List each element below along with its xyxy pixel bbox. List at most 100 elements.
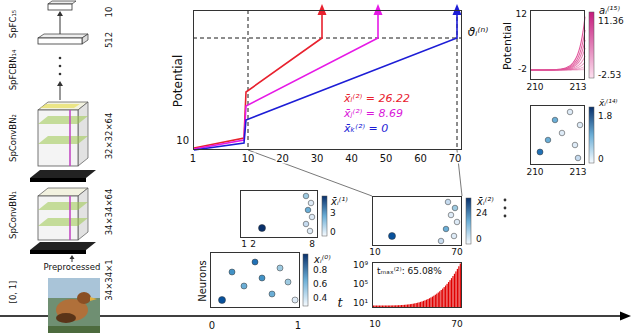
network-stack [30,250,86,254]
network-stack [38,116,88,124]
histogram-bar [389,305,390,307]
histogram-bar [454,274,455,307]
histogram-bar [411,304,412,307]
colorbar [303,254,308,306]
histogram-bar [422,301,423,307]
spike-dot [438,238,444,244]
histogram-bar [455,271,456,307]
axis-title: t [337,296,342,310]
histogram-bar [388,305,389,307]
layer-label: 512 [105,32,114,48]
network-stack [57,81,63,86]
histogram-bar [439,291,440,307]
continuation-dots [504,215,507,218]
input-image [48,326,100,333]
layer-label: SpFCBN₁₄ [9,50,18,91]
spike-dot [259,225,266,232]
network-stack [70,255,75,259]
tick-label: 50 [379,153,394,164]
histogram-bar [458,266,459,307]
potential-traces [193,38,462,39]
tick-label: 10 [176,135,189,146]
input-raster-plot: Neuronsxᵢ⁽⁰⁾ [210,252,300,308]
tick-label: 12 [516,10,527,20]
histogram-bar [413,304,414,307]
histogram-bar [405,305,406,307]
continuation-dots [504,199,507,218]
tick-label: 10 [369,320,380,330]
output-potential-curve [531,48,585,70]
tick-label: 1 [241,240,247,250]
network-stack [59,57,62,60]
histogram-bar [402,305,403,307]
histogram-bar [429,298,430,307]
histogram-bar [404,305,405,307]
histogram-bar [416,303,417,307]
input-image [90,297,97,301]
output-potential-curve [531,68,585,70]
output-potential-curve [531,17,585,70]
plot-label: aᵢ⁽¹⁵⁾ [599,5,620,16]
histogram-bar [397,305,398,307]
tick-label: 10⁹ [353,261,368,271]
histogram-bar [420,302,421,307]
histogram-bar [417,303,418,307]
colorbar [466,198,471,244]
potential-traces [193,4,462,150]
continuation-dots [504,207,507,210]
network-stack [40,104,80,108]
tick-label: 0 [209,320,215,331]
histogram-bar [414,303,415,307]
histogram-bar [394,305,395,307]
spike-dot [575,155,581,161]
tick-label: 8 [309,240,315,250]
network-stack [38,218,88,226]
histogram-bar [410,304,411,307]
histogram-bar [407,305,408,307]
histogram-bar [457,269,458,307]
network-stack [82,34,88,44]
tick-label: 0.4 [313,294,327,304]
tick-label: 10⁵ [353,280,368,290]
output-potential-plot: Potentialaᵢ⁽¹⁵⁾ [530,10,585,80]
spike-dot [577,122,583,128]
tick-label: 20 [275,153,290,164]
plot-label: x̄ⱼ⁽²⁾ = 8.69 [344,108,403,120]
histogram-bar [395,305,396,307]
tick-label: 210 [526,168,543,178]
layer1-raster-plot: x̄ᵢ⁽¹⁾ [240,190,318,238]
network-stack [60,15,61,34]
tick-label: 3 [330,209,336,219]
histogram-bar [441,290,442,307]
tick-label: 10 [369,248,380,258]
tick-label: 0 [598,155,604,165]
histogram-bar [452,276,453,307]
spike-dot [448,212,454,218]
tick-label: 1.8 [598,112,612,122]
network-stack [38,38,82,44]
network-stack [60,84,61,100]
tick-label: 213 [569,83,586,93]
spike-dot [303,221,309,227]
histogram-bar [423,301,424,307]
tick-label: 70 [448,153,463,164]
network-stack [30,170,96,178]
layer14-raster-plot: x̄ᵢ⁽¹⁴⁾ [530,105,585,165]
histogram-bar [408,304,409,307]
tick-label: -2.53 [598,71,621,81]
tick-label: -2 [518,65,527,75]
tick-label: 0.6 [313,280,327,290]
spike-dot [285,279,291,285]
histogram-bar [386,305,387,307]
spike-dot [277,265,283,271]
tick-label: 2 [250,240,256,250]
potential-traces [248,10,249,150]
spike-dot [452,205,458,211]
tick-label: 10 [241,153,256,164]
output-potential-curve [531,56,585,70]
histogram-bar [451,278,452,307]
layer-label: SpConvBN₁ [9,191,18,239]
histogram-bar [376,305,377,307]
plot-label: x̄ᵢ⁽¹⁴⁾ [599,99,618,109]
